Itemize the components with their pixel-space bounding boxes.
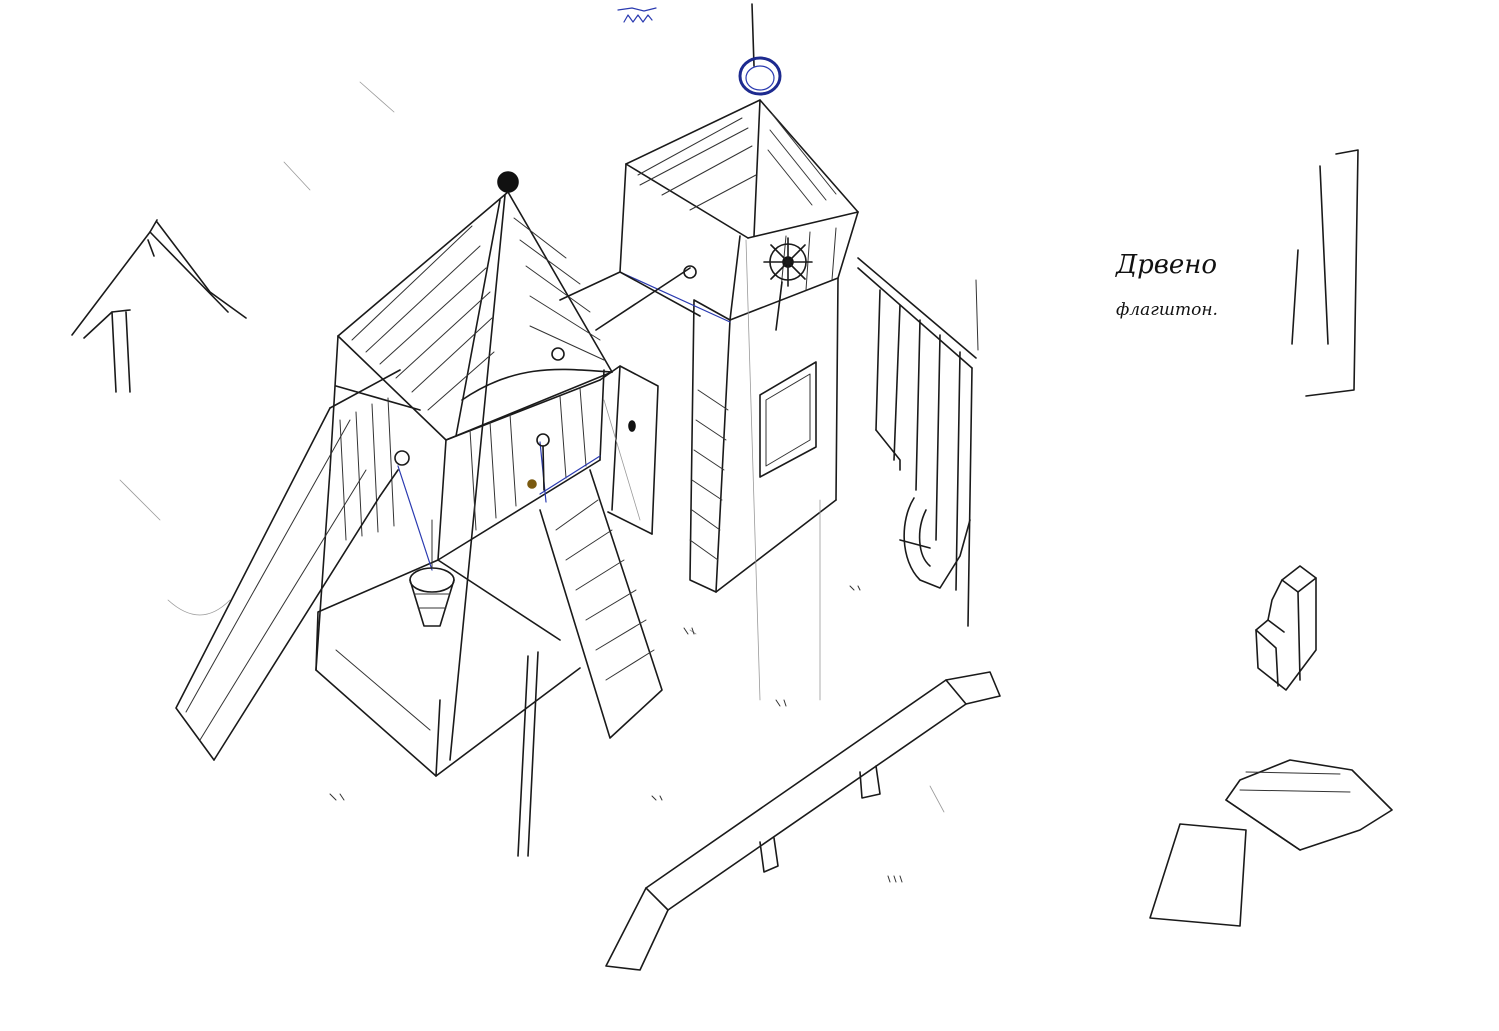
left-roof-sketch — [71, 219, 247, 393]
plank-sketch — [1149, 759, 1393, 927]
main-roof — [337, 171, 613, 761]
curved-slide — [899, 497, 971, 589]
ground-pole — [517, 651, 539, 857]
right-fence — [857, 257, 979, 627]
basket — [409, 519, 455, 627]
door-panel — [559, 265, 701, 535]
annotation-wooden: Дрвено — [1116, 250, 1218, 280]
flagpole-sketch — [1291, 149, 1359, 397]
tiny-marks — [329, 585, 903, 883]
construction-lines — [119, 81, 945, 813]
ship-wheel-icon — [763, 237, 813, 331]
block-sketch — [1255, 565, 1317, 691]
main-deck — [315, 335, 605, 777]
blue-ring — [738, 3, 782, 96]
tower — [619, 99, 859, 593]
beam — [605, 671, 1001, 971]
annotation-flagpole: флагштон. — [1116, 300, 1218, 320]
left-slide — [175, 407, 399, 761]
blue-scribble — [617, 7, 657, 23]
ramp — [539, 469, 663, 739]
